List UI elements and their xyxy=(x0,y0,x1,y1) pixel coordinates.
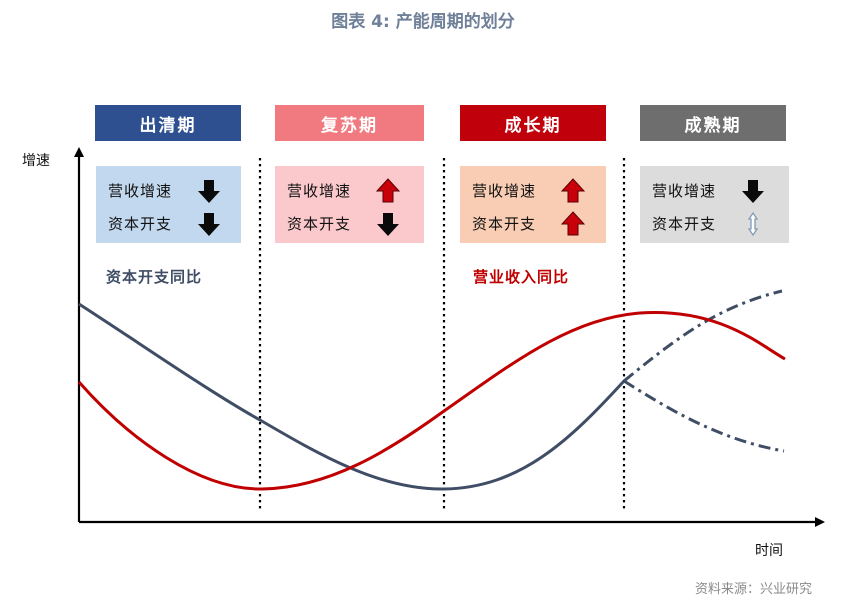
phase-box-recovery: 营收增速 资本开支 xyxy=(275,166,424,243)
trend-arrow-icon xyxy=(740,211,766,237)
phase-header-maturity: 成熟期 xyxy=(640,105,786,141)
y-axis-label: 增速 xyxy=(22,153,50,169)
phase-header-growth: 成长期 xyxy=(460,105,606,141)
trend-arrow-icon xyxy=(560,177,586,204)
indicator-row: 营收增速 xyxy=(108,174,241,207)
indicator-row: 营收增速 xyxy=(472,174,606,207)
trend-arrow-icon xyxy=(740,178,766,204)
indicator-label: 资本开支 xyxy=(287,215,352,233)
indicator-label: 资本开支 xyxy=(652,215,717,233)
indicator-label: 营收增速 xyxy=(652,182,717,200)
indicator-row: 营收增速 xyxy=(287,174,424,207)
indicator-row: 资本开支 xyxy=(652,207,789,240)
indicator-row: 营收增速 xyxy=(652,174,789,207)
phase-box-growth: 营收增速 资本开支 xyxy=(460,166,606,243)
trend-arrow-icon xyxy=(196,211,222,237)
x-axis-label: 时间 xyxy=(755,543,783,559)
source-note: 资料来源：兴业研究 xyxy=(694,582,812,597)
page-title: 图表 4: 产能周期的划分 xyxy=(331,12,515,32)
phase-header-recovery: 复苏期 xyxy=(275,105,424,141)
phase-header-clearing: 出清期 xyxy=(95,105,241,141)
indicator-row: 资本开支 xyxy=(108,207,241,240)
indicator-row: 资本开支 xyxy=(472,207,606,240)
capex-growth-branch-down xyxy=(623,379,785,453)
indicator-label: 资本开支 xyxy=(108,215,173,233)
revenue-growth-curve xyxy=(77,311,786,491)
phase-box-maturity: 营收增速 资本开支 xyxy=(640,166,789,243)
trend-arrow-icon xyxy=(560,210,586,237)
indicator-row: 资本开支 xyxy=(287,207,424,240)
indicator-label: 营收增速 xyxy=(287,182,352,200)
indicator-label: 资本开支 xyxy=(472,215,537,233)
indicator-label: 营收增速 xyxy=(108,182,173,200)
trend-arrow-icon xyxy=(375,177,401,204)
phase-box-clearing: 营收增速 资本开支 xyxy=(96,166,241,243)
indicator-label: 营收增速 xyxy=(472,182,537,200)
capex-growth-branch-up xyxy=(623,289,783,383)
trend-arrow-icon xyxy=(196,178,222,204)
capex-series-label: 资本开支同比 xyxy=(106,268,203,286)
trend-arrow-icon xyxy=(375,211,401,237)
revenue-series-label: 营业收入同比 xyxy=(473,268,570,286)
capex-growth-curve xyxy=(78,302,626,491)
